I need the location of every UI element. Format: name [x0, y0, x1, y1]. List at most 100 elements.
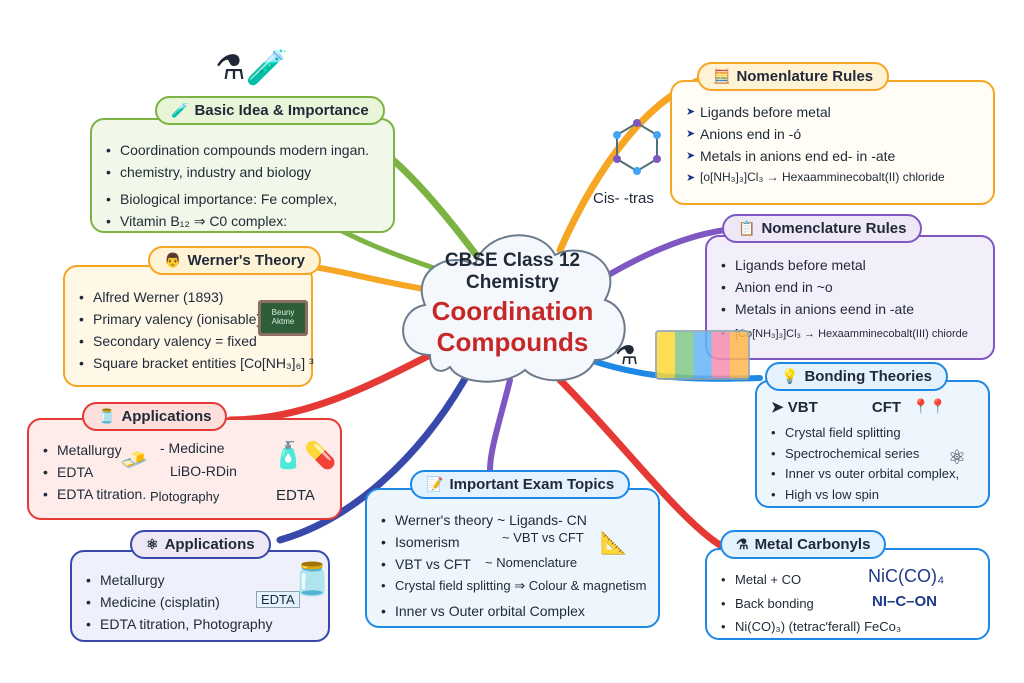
nomen1-title-pill: 🧮 Nomenlature Rules [697, 62, 890, 91]
carbonyl-formula1: NiC(CO)₄ [868, 566, 945, 586]
nomen1-title: Nomenlature Rules [736, 68, 874, 85]
arrow-icon: ➤ [771, 399, 788, 416]
bottles-icon: 🧴💊 [272, 440, 337, 470]
bonding-title: Bonding Theories [804, 368, 932, 385]
nomen2-item: Ligands before metal [721, 256, 979, 275]
cis-trans-label: Cis- -tras [593, 190, 654, 207]
app1-item: EDTA [43, 463, 326, 482]
exam-item: Crystal field splitting ⇒ Colour & magne… [381, 577, 646, 595]
bonding-item: Inner vs outer orbital complex, [771, 465, 974, 483]
nomen1-item: [o[NH₃]₃]Cl₃ → Hexaamminecobalt(II) chlo… [686, 169, 979, 186]
carbonyl-list: Metal + CO Back bonding Ni(CO)₃) (tetrac… [721, 571, 974, 636]
app1-plotography: Plotography [150, 489, 220, 504]
flask-icon: 🧪 [171, 102, 189, 118]
werner-item: Square bracket entities [Co[NH₃]₆] ³ [79, 354, 314, 373]
jar-icon: 🫙 [98, 408, 116, 424]
center-line3: Coordination [431, 296, 594, 326]
app1-medicine: - Medicine [160, 440, 225, 456]
applications1-title-pill: 🫙 Applications [82, 402, 228, 431]
exam-item: Werner's theory ~ Ligands- CN [381, 511, 644, 530]
exam-title-pill: 📝 Important Exam Topics [410, 470, 631, 499]
basic-item: Coordination compounds modern ingan. [106, 141, 379, 160]
exam-side-vbt: ~ VBT vs CFT [502, 530, 584, 545]
app1-edta-tag: EDTA [276, 487, 315, 504]
exam-side-nomen: ~ Nomenclature [485, 555, 578, 570]
basic-list: Coordination compounds modern ingan. che… [106, 141, 379, 231]
werner-title: Werner's Theory [187, 252, 305, 269]
bonding-head: ➤ VBT CFT [771, 398, 974, 418]
nomen2-item: [Co[NH₃]₃]Cl₃ → Hexaamminecobalt(III) ch… [721, 327, 979, 342]
bonding-vbt: VBT [787, 399, 818, 416]
werner-list: Alfred Werner (1893) Primary valency (io… [79, 288, 314, 373]
branch-basic-2 [337, 227, 443, 273]
basic-item: Biological importance: Fe complex, [106, 190, 379, 209]
nomen1-item: Metals in anions end ed- in -ate [686, 147, 979, 166]
bonding-item: Crystal field splitting [771, 424, 974, 442]
molecule-icon: ⚗ [736, 536, 749, 552]
center-line2: Chemistry [466, 272, 559, 293]
nomen2-title: Nomenclature Rules [761, 220, 907, 237]
exam-list: Werner's theory ~ Ligands- CN Isomerism … [381, 511, 646, 621]
nomen2-item: Metals in anions eend in -ate [721, 300, 979, 319]
center-line4: Compounds [436, 327, 589, 357]
werner-item: Secondary valency = fixed [79, 332, 297, 351]
basic-title: Basic Idea & Importance [194, 102, 369, 119]
nomen1-item: Ligands before metal [686, 103, 979, 122]
gold-bars-icon: 🧈 [120, 447, 148, 472]
exam-title: Important Exam Topics [449, 476, 615, 493]
checklist-icon: 📝 [426, 476, 444, 492]
nomen2-title-pill: 📋 Nomenclature Rules [722, 214, 923, 243]
carbonyl-item: Back bonding [721, 595, 974, 613]
center-title: CBSE Class 12 Chemistry Coordination Com… [400, 250, 625, 358]
basic-item: Vitamin B₁₂ ⇒ C0 complex: [106, 212, 379, 231]
app1-item: Metallurgy [43, 441, 326, 460]
list-icon: 📋 [738, 220, 756, 236]
bonding-box: ➤ VBT CFT Crystal field splitting Spectr… [755, 380, 990, 508]
bonding-item: High vs low spin [771, 486, 974, 504]
carbonyl-title-pill: ⚗ Metal Carbonyls [720, 530, 887, 559]
center-cloud [402, 234, 626, 383]
nomen1-box: Ligands before metal Anions end in -ó Me… [670, 80, 995, 205]
carbonyl-box: Metal + CO Back bonding Ni(CO)₃) (tetrac… [705, 548, 990, 640]
bonding-item: Spectrochemical series [771, 445, 974, 463]
molecule-structure-icon: ⚛ [948, 447, 966, 469]
abacus-icon: 🧮 [713, 68, 731, 84]
basic-item: chemistry, industry and biology [106, 163, 379, 182]
app2-item: Metallurgy [86, 571, 314, 590]
bulb-icon: 💡 [781, 368, 799, 384]
app2-list: Metallurgy Medicine (cisplatin) EDTA tit… [86, 571, 314, 634]
app1-list: Metallurgy EDTA EDTA titration. [43, 441, 326, 504]
flasks-icon: ⚗🧪 [215, 49, 288, 87]
app2-item: Medicine (cisplatin) [86, 593, 314, 612]
bonding-title-pill: 💡 Bonding Theories [765, 362, 948, 391]
medicine-jar-icon: 🫙 [292, 561, 332, 597]
periodic-table-icon [655, 330, 750, 380]
center-line1: CBSE Class 12 [444, 250, 581, 271]
applications1-box: Metallurgy EDTA EDTA titration. [27, 418, 342, 520]
app1-item: EDTA titration. [43, 485, 326, 504]
branch-carbonyl [556, 376, 724, 549]
nomen2-list: Ligands before metal Anion end in ~o Met… [721, 256, 979, 342]
branch-nomen2 [597, 227, 728, 283]
werner-item: Primary valency (ionisable) [79, 310, 297, 329]
carbonyl-item: Metal + CO [721, 571, 974, 589]
exam-item: Isomerism [381, 533, 644, 552]
atom-icon: ⚛ [146, 536, 159, 552]
ruler-icon: 📐 [600, 530, 628, 555]
app1-title: Applications [121, 408, 212, 425]
beakers-icon: ⚗ [615, 340, 639, 370]
nomen2-item: Anion end in ~o [721, 278, 979, 297]
werner-box: Alfred Werner (1893) Primary valency (io… [63, 265, 314, 387]
carbonyl-formula2: NI–C–ON [872, 593, 938, 610]
scientist-icon: 👨 [164, 252, 182, 268]
bonding-list: Crystal field splitting Spectrochemical … [771, 424, 974, 503]
branch-exam [487, 377, 513, 473]
exam-box: Werner's theory ~ Ligands- CN Isomerism … [365, 488, 660, 628]
exam-item: Inner vs Outer orbital Complex [381, 602, 644, 621]
nomen1-item: Anions end in -ó [686, 125, 979, 144]
applications2-title-pill: ⚛ Applications [130, 530, 271, 559]
app2-title: Applications [164, 536, 255, 553]
chalkboard: Beuny Aktme [258, 300, 308, 336]
basic-box: Coordination compounds modern ingan. che… [90, 118, 395, 233]
